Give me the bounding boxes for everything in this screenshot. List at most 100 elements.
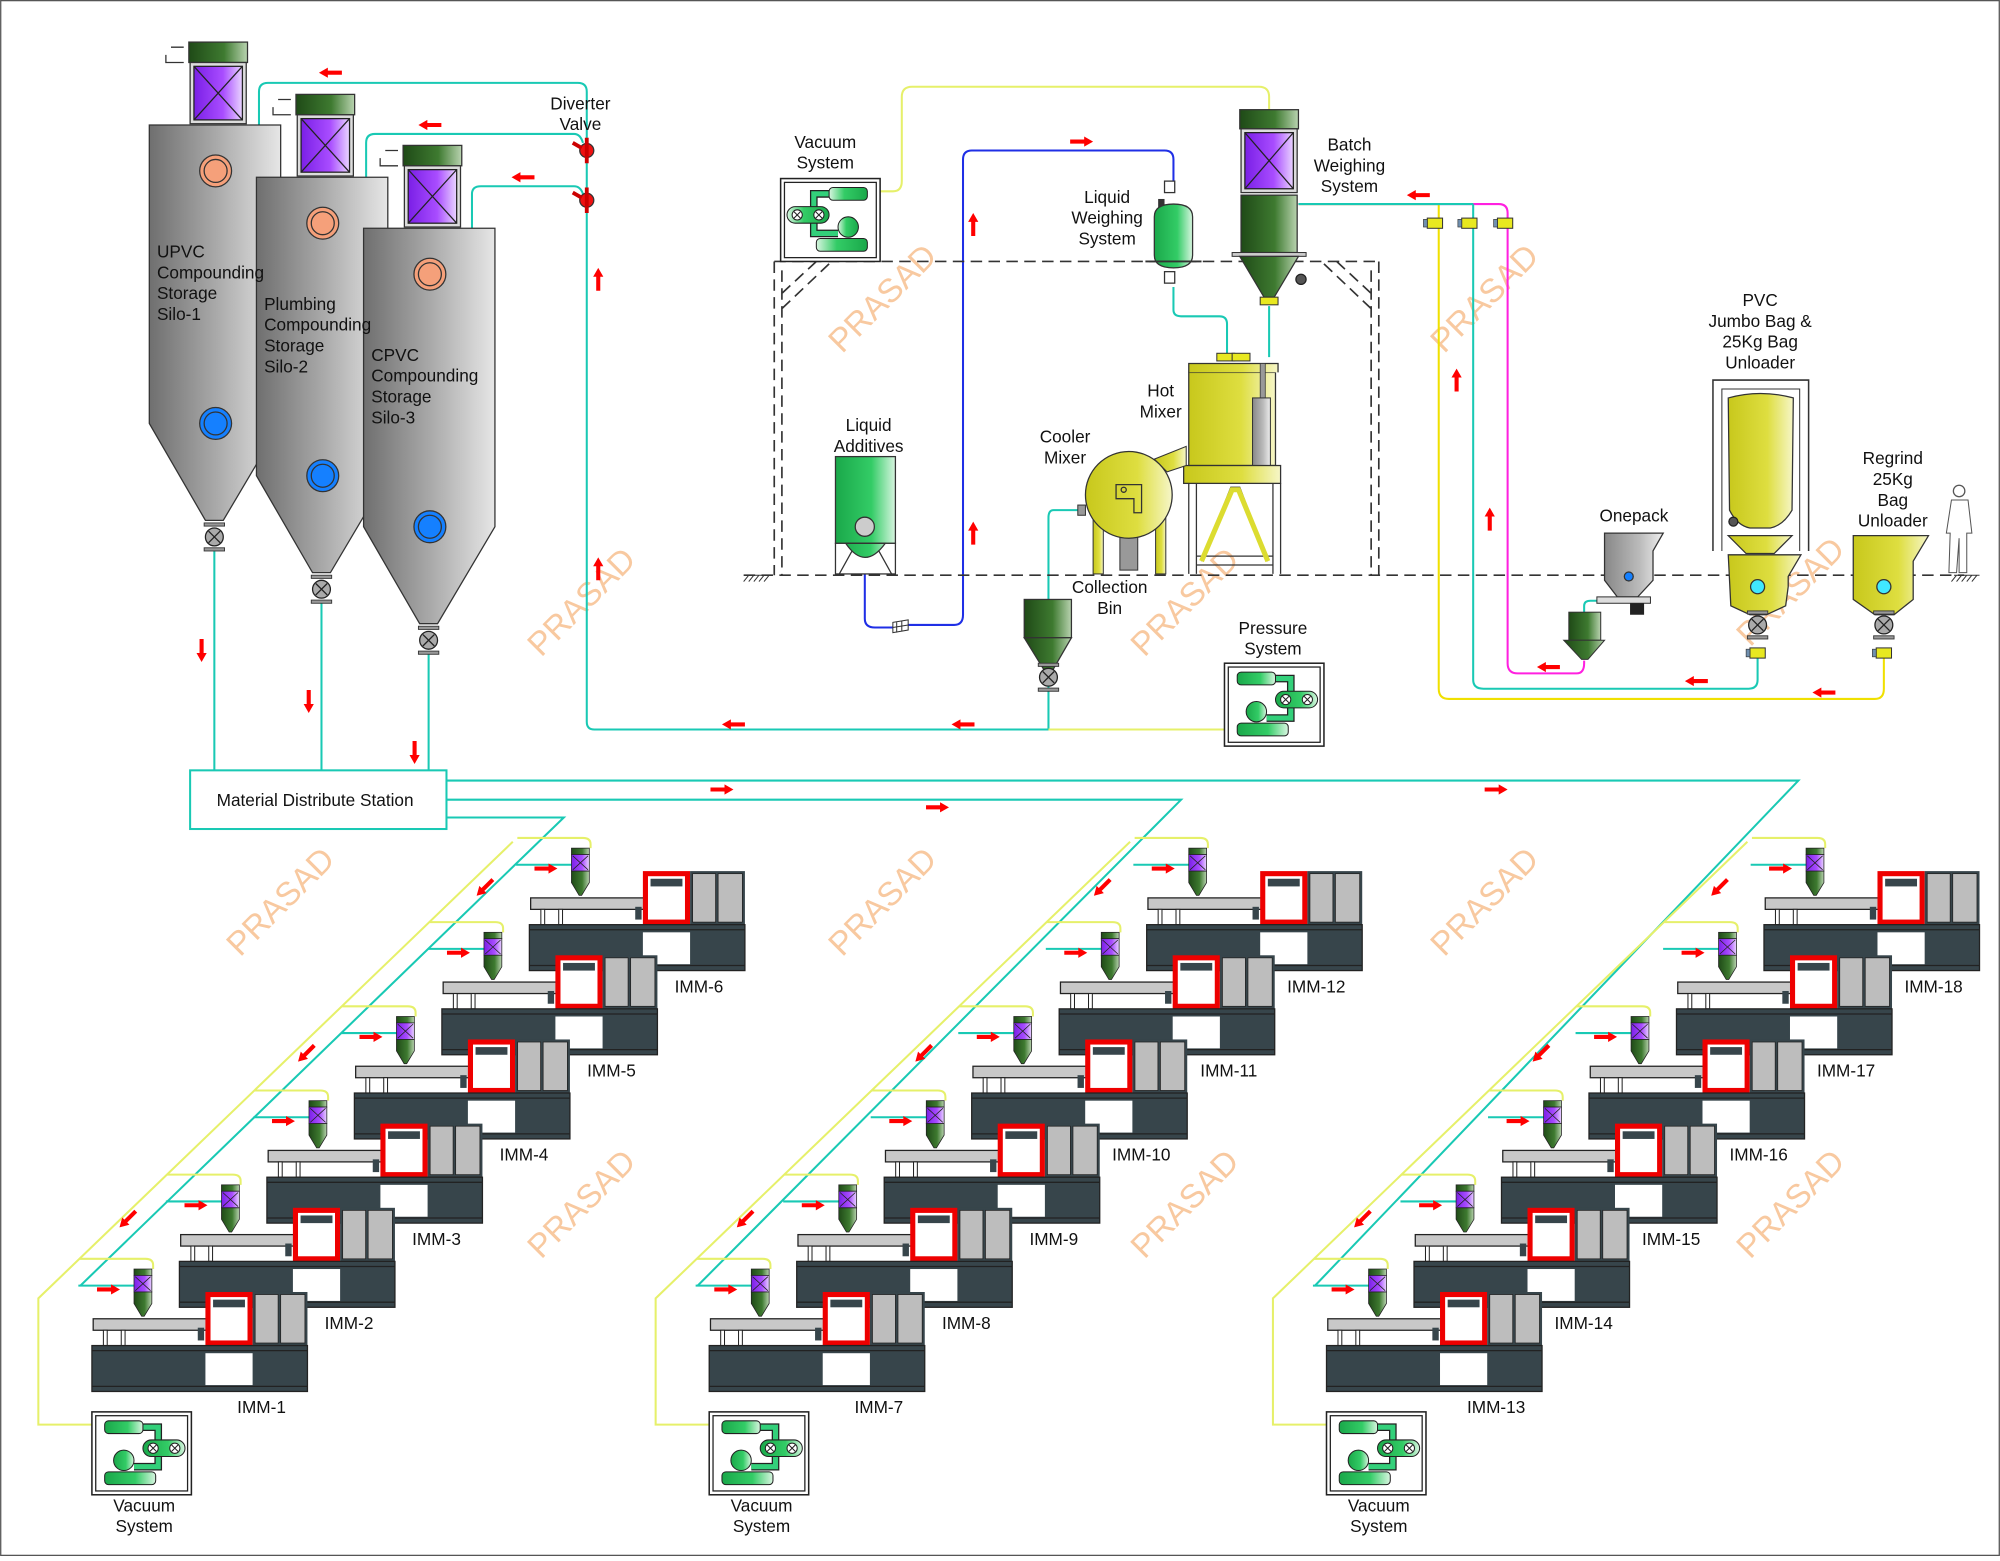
barrel-leg — [208, 1245, 214, 1262]
injection-moulding-machine: IMM-18 — [1763, 847, 1981, 996]
rotary-valve-icon — [310, 574, 333, 604]
clamp-plate — [1664, 1125, 1689, 1176]
silencer — [1338, 1420, 1379, 1435]
silo-return-pipe — [257, 81, 1050, 731]
sight-glass-icon — [854, 516, 876, 537]
ring — [310, 211, 335, 236]
liquid-tank — [1153, 203, 1194, 269]
flow-arrow-icon — [196, 638, 207, 662]
clamp-plate — [1602, 1209, 1628, 1260]
silo-body — [362, 227, 496, 625]
machine-vacuum-branch — [79, 1257, 155, 1270]
hopper-loader-icon — [1368, 1268, 1387, 1317]
material-distribute-station — [189, 769, 448, 831]
arrow-shape — [303, 689, 314, 713]
barrel-leg — [470, 993, 476, 1010]
arrow-shape — [1331, 1284, 1355, 1295]
flow-arrow-icon — [1812, 687, 1836, 698]
flow-arrow-icon — [710, 784, 734, 795]
arrow-shape — [926, 802, 949, 813]
vacuum-line — [654, 841, 1131, 1426]
flow-arrow-icon — [1331, 1284, 1355, 1295]
unit-frame-inner — [783, 181, 877, 259]
collection-bin-label-line: Bin — [1097, 598, 1122, 618]
liquid-pump-icon — [892, 619, 909, 634]
hopper-loader-icon — [221, 1184, 240, 1233]
arrow-shape — [1684, 675, 1708, 687]
silo-3-feed-pipe — [470, 185, 584, 229]
barrel-leg — [365, 1077, 371, 1094]
nozzle — [1782, 990, 1789, 1004]
barrel-leg — [540, 908, 546, 926]
regrind-line — [1298, 203, 1885, 700]
injection-barrel — [884, 1149, 1000, 1163]
arrow-shape — [97, 1284, 120, 1295]
silo-2 — [255, 93, 389, 604]
loader-cap — [1805, 847, 1825, 855]
loader-cross — [1544, 1108, 1561, 1123]
arrow-shape — [1064, 947, 1088, 958]
machine-vacuum-branch — [517, 836, 592, 849]
vacuum-system-3 — [1325, 1411, 1427, 1496]
bracket — [272, 98, 291, 116]
arrow-shape — [271, 1115, 295, 1127]
clamp-plate — [1134, 1041, 1159, 1091]
flow-arrow-icon — [801, 1200, 825, 1211]
arrow-shape — [476, 878, 495, 896]
pressure-system — [1223, 662, 1325, 747]
platen-bar — [475, 1047, 508, 1055]
flow-arrow-icon — [976, 1031, 1000, 1043]
platen-bar — [1447, 1299, 1480, 1308]
loader-cone — [1013, 1039, 1033, 1065]
arrow-shape — [721, 719, 745, 730]
vacuum-system-top-label-line: Vacuum — [794, 132, 856, 152]
machine-label: IMM-6 — [675, 976, 724, 996]
flow-arrow-icon — [736, 1209, 755, 1228]
jumbo-bag — [1727, 392, 1794, 529]
operator-figure-icon — [1945, 484, 1973, 574]
platen-bar — [388, 1131, 420, 1139]
loader-cross — [309, 1108, 326, 1123]
loader-cap — [308, 1100, 328, 1108]
machine-label: IMM-2 — [325, 1313, 374, 1333]
silencer — [104, 1471, 157, 1486]
flow-arrow-icon — [418, 119, 442, 131]
ground-hatch-icon — [1951, 574, 1980, 582]
arrow-shape — [418, 119, 442, 131]
loader-cap — [1455, 1184, 1475, 1192]
onepack-hopper — [1603, 532, 1665, 598]
arrow-shape — [951, 719, 975, 730]
flow-arrow-icon — [968, 521, 979, 545]
platen-bar — [300, 1215, 333, 1224]
ground-hatch-icon — [743, 574, 772, 582]
barrel-leg — [895, 1161, 901, 1178]
injection-barrel — [1589, 1065, 1705, 1079]
weigh-body — [1240, 194, 1298, 254]
pipe-network — [37, 81, 1885, 1426]
regrind-bag-unloader — [1852, 535, 1930, 640]
vibrator — [1728, 516, 1739, 527]
injection-moulding-machine: IMM-13 — [1325, 1268, 1543, 1417]
actuator — [1872, 648, 1877, 658]
flange — [1746, 635, 1769, 640]
inline-valve-icon — [1457, 217, 1478, 229]
loader-cross — [1807, 855, 1823, 871]
flange — [1873, 610, 1895, 615]
clamp-plate — [1777, 1041, 1803, 1091]
hopper-loader-icon — [1630, 1016, 1650, 1065]
rotor-cross — [171, 1444, 179, 1452]
flow-arrow-icon — [1419, 1200, 1443, 1211]
barrel-leg — [1000, 1077, 1006, 1094]
piston-rod — [1259, 363, 1266, 403]
regrind-unloader-label-line: Unloader — [1858, 511, 1928, 531]
arrow-shape — [1769, 863, 1793, 874]
vacuum-line — [1271, 841, 1749, 1426]
batch-weighing-system — [1231, 109, 1307, 306]
platen-bar — [1180, 962, 1213, 971]
clamp-plate — [367, 1209, 393, 1260]
clamp-plate — [1072, 1125, 1098, 1176]
cooler-mixer — [1077, 445, 1187, 575]
